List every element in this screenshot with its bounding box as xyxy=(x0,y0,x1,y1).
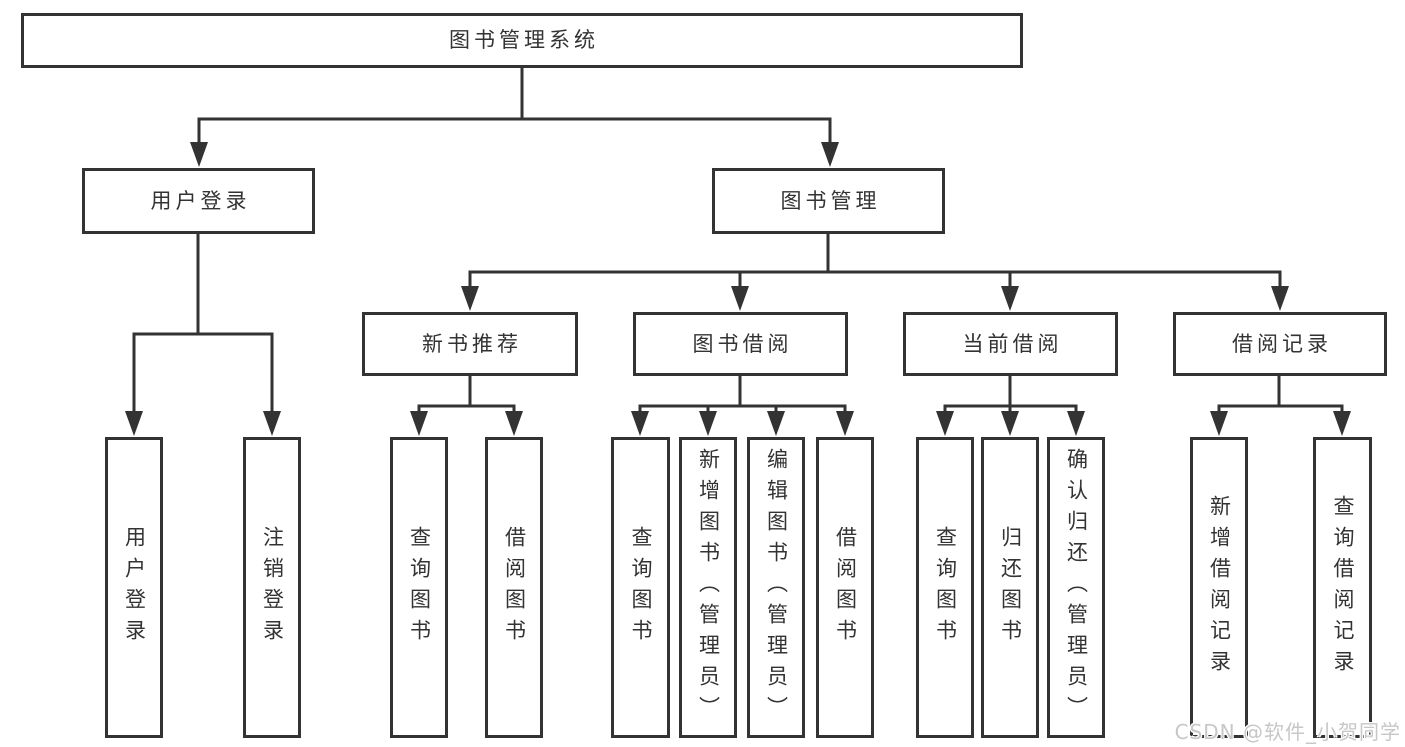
node-new-book-recommend: 新书推荐 xyxy=(362,312,578,376)
leaf-query-borrow-record-label: 查询借阅记录 xyxy=(1331,494,1355,681)
node-book-management: 图书管理 xyxy=(712,168,945,234)
leaf-query-books-current-label: 查询图书 xyxy=(933,525,958,650)
leaf-add-books-admin: 新增图书（管理员） xyxy=(679,437,737,738)
node-borrow-records-label: 借阅记录 xyxy=(1232,331,1332,356)
leaf-query-books-recommend: 查询图书 xyxy=(390,437,448,738)
leaf-borrow-books: 借阅图书 xyxy=(816,437,874,738)
leaf-borrow-books-recommend: 借阅图书 xyxy=(485,437,543,738)
leaf-user-login: 用户登录 xyxy=(105,437,163,738)
node-user-login-label: 用户登录 xyxy=(150,188,251,213)
leaf-add-borrow-record: 新增借阅记录 xyxy=(1190,437,1248,738)
node-book-borrow: 图书借阅 xyxy=(633,312,848,376)
node-current-borrow-label: 当前借阅 xyxy=(962,331,1063,356)
watermark: CSDN @软件_小贺同学 xyxy=(1174,720,1401,744)
node-book-management-label: 图书管理 xyxy=(780,188,881,213)
leaf-borrow-books-recommend-label: 借阅图书 xyxy=(502,525,527,650)
leaf-query-books-borrow-label: 查询图书 xyxy=(629,525,653,650)
node-root-label: 图书管理系统 xyxy=(449,28,599,52)
node-root: 图书管理系统 xyxy=(21,13,1023,68)
node-borrow-records: 借阅记录 xyxy=(1173,312,1387,376)
leaf-confirm-return-admin: 确认归还（管理员） xyxy=(1047,437,1105,738)
node-new-book-recommend-label: 新书推荐 xyxy=(422,331,522,356)
leaf-add-books-admin-label: 新增图书（管理员） xyxy=(696,448,721,727)
leaf-query-books-current: 查询图书 xyxy=(916,437,974,738)
leaf-query-books-recommend-label: 查询图书 xyxy=(407,525,432,650)
leaf-edit-books-admin: 编辑图书（管理员） xyxy=(747,437,805,738)
leaf-logout: 注销登录 xyxy=(243,437,301,738)
leaf-user-login-label: 用户登录 xyxy=(122,525,147,650)
node-user-login: 用户登录 xyxy=(82,168,315,234)
leaf-query-books-borrow: 查询图书 xyxy=(611,437,670,738)
node-book-borrow-label: 图书借阅 xyxy=(692,331,793,356)
leaf-return-books: 归还图书 xyxy=(981,437,1039,738)
leaf-query-borrow-record: 查询借阅记录 xyxy=(1313,437,1372,738)
leaf-return-books-label: 归还图书 xyxy=(998,525,1023,650)
leaf-edit-books-admin-label: 编辑图书（管理员） xyxy=(764,448,789,727)
leaf-borrow-books-label: 借阅图书 xyxy=(833,525,858,650)
leaf-add-borrow-record-label: 新增借阅记录 xyxy=(1207,494,1232,681)
leaf-confirm-return-admin-label: 确认归还（管理员） xyxy=(1064,448,1089,727)
node-current-borrow: 当前借阅 xyxy=(903,312,1118,376)
leaf-logout-label: 注销登录 xyxy=(260,525,285,650)
